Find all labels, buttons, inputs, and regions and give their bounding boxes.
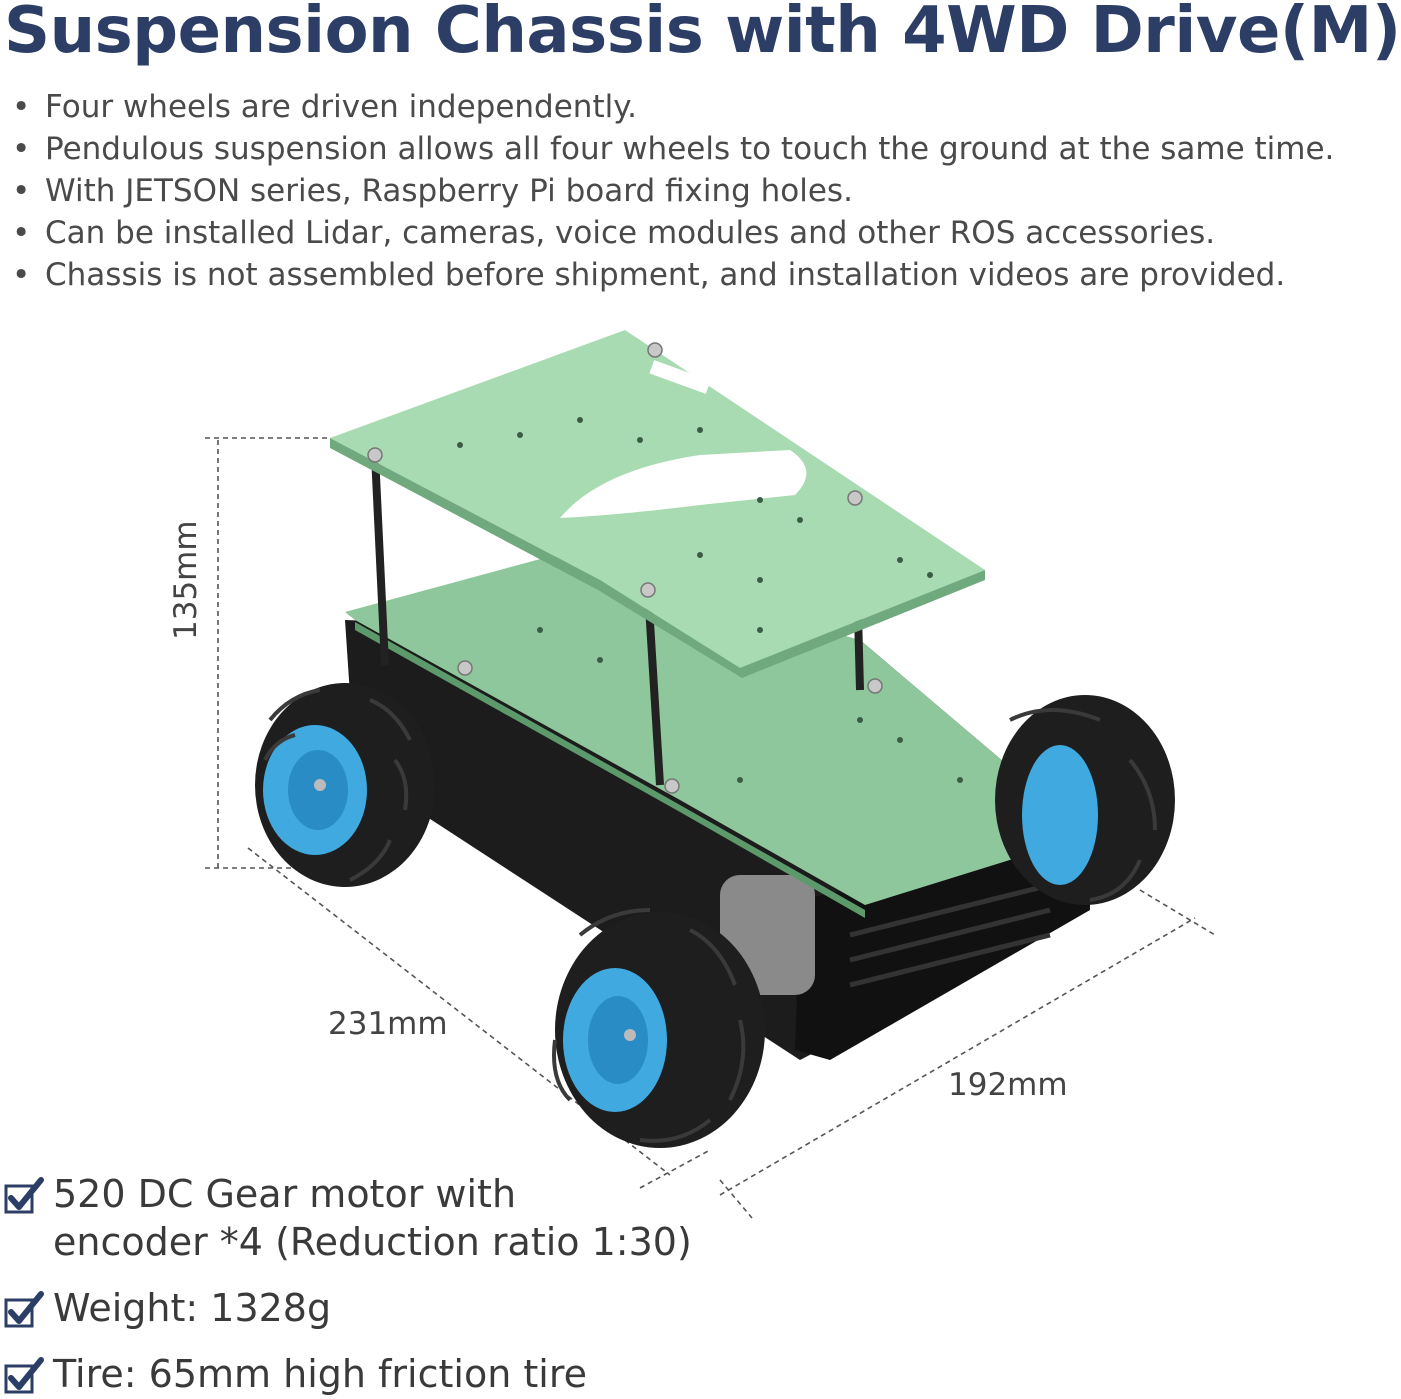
spec-list: 520 DC Gear motor with encoder *4 (Reduc… [4, 1170, 692, 1398]
dim-tick [639, 1149, 711, 1189]
dim-tick [1139, 889, 1216, 936]
middle-plate [345, 555, 1090, 905]
check-icon [4, 1291, 44, 1328]
spec-item-tire: Tire: 65mm high friction tire [4, 1350, 692, 1398]
feature-item: Four wheels are driven independently. [12, 86, 1334, 128]
feature-item: Chassis is not assembled before shipment… [12, 254, 1334, 296]
bumper-slots [849, 882, 1051, 988]
spec-motor-line2: encoder *4 (Reduction ratio 1:30) [53, 1220, 692, 1264]
feature-item: Can be installed Lidar, cameras, voice m… [12, 212, 1334, 254]
wheel-rear-left [255, 683, 435, 887]
feature-item: Pendulous suspension allows all four whe… [12, 128, 1334, 170]
check-icon [4, 1177, 44, 1214]
feature-item: With JETSON series, Raspberry Pi board f… [12, 170, 1334, 212]
spec-motor-line1: 520 DC Gear motor with [53, 1172, 517, 1216]
width-dimension-label: 192mm [948, 1067, 1068, 1103]
page-title: Suspension Chassis with 4WD Drive(M) [4, 0, 1401, 68]
tire-tread [263, 688, 1157, 1143]
middle-plate-edge [355, 622, 865, 918]
spec-item-weight: Weight: 1328g [4, 1284, 692, 1332]
spec-item-motor: 520 DC Gear motor with encoder *4 (Reduc… [4, 1170, 692, 1266]
spec-tire: Tire: 65mm high friction tire [53, 1352, 587, 1396]
dim-line-width [719, 917, 1196, 1196]
spec-weight: Weight: 1328g [53, 1286, 332, 1330]
height-dimension-label: 135mm [168, 520, 204, 640]
mounting-holes [457, 417, 963, 783]
top-plate-cutout [560, 450, 807, 518]
top-plate-slot [649, 360, 711, 394]
length-dimension-label: 231mm [328, 1006, 448, 1042]
feature-list: Four wheels are driven independently. Pe… [12, 86, 1334, 296]
check-icon [4, 1357, 44, 1394]
wheel-front-left [555, 912, 765, 1148]
wheel-front-right [995, 695, 1175, 905]
